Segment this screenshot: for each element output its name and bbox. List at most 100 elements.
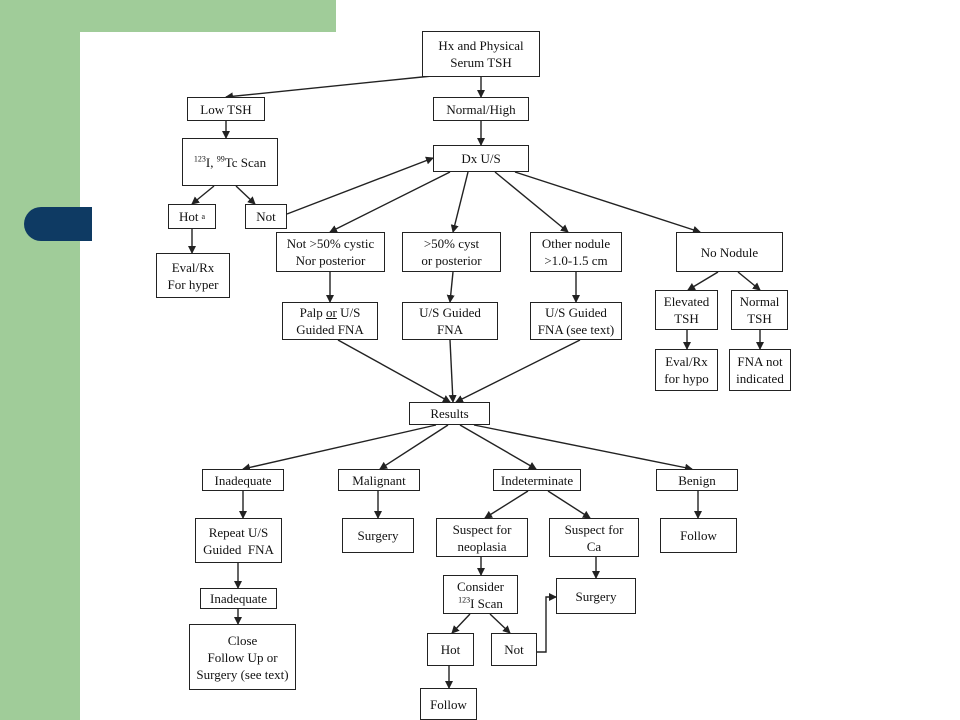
box-suspect-ca: Suspect for Ca — [549, 518, 639, 557]
box-malignant: Malignant — [338, 469, 420, 491]
follow-2-label: Follow — [430, 696, 467, 712]
box-not-1: Not — [245, 204, 287, 229]
normal-tsh-line1: Normal — [739, 294, 780, 309]
box-us-guided-fna: U/S Guided FNA — [402, 302, 498, 340]
scan-text: 123I, 99Tc Scan — [194, 154, 266, 171]
scan-sup1: 123 — [193, 154, 206, 164]
edge-indet-ca — [547, 490, 591, 519]
repeat-line2: Guided FNA — [203, 541, 274, 557]
elevated-line2: TSH — [674, 311, 699, 326]
scan-sup2: 99 — [216, 154, 225, 164]
box-indeterminate: Indeterminate — [493, 469, 581, 491]
box-dx-us-label: Dx U/S — [461, 151, 501, 166]
top-green-band — [80, 0, 336, 32]
repeat-line1: Repeat U/S — [208, 524, 269, 540]
us-fna-line1: U/S Guided — [419, 305, 481, 320]
eval-hypo-line2: for hypo — [664, 371, 709, 386]
box-eval-hyper-line2: For hyper — [167, 276, 219, 292]
box-elevated-tsh: Elevated TSH — [655, 290, 718, 330]
box-indeterminate-label: Indeterminate — [500, 472, 574, 488]
edge-nonodule-normal — [737, 271, 761, 291]
box-hot-2: Hot — [427, 633, 474, 666]
palp-line2: Guided FNA — [296, 322, 364, 337]
box-normal-high: Normal/High — [433, 97, 529, 121]
navy-accent-pill — [24, 207, 92, 241]
edge-results-indeterminate — [459, 424, 537, 470]
box-follow-1: Follow — [660, 518, 737, 553]
box-gt50-line2: or posterior — [421, 253, 482, 268]
suspect-ca-line1: Suspect for — [564, 521, 624, 537]
scan-end: Tc Scan — [224, 154, 267, 170]
box-results: Results — [409, 402, 490, 425]
us-fna-text-line2: FNA (see text) — [537, 322, 615, 337]
box-us-guided-fna-see-text: U/S Guided FNA (see text) — [530, 302, 622, 340]
box-dx-us: Dx U/S — [433, 145, 529, 172]
fna-not-line2: indicated — [736, 371, 784, 386]
close-line2: Follow Up or — [207, 649, 278, 665]
edge-nonodule-elevated — [687, 271, 719, 291]
consider-line1: Consider — [457, 578, 504, 594]
not-2-label: Not — [504, 642, 524, 657]
box-suspect-neoplasia: Suspect for neoplasia — [436, 518, 528, 557]
box-no-nodule: No Nodule — [676, 232, 783, 272]
box-hx-line1: Hx and Physical — [438, 38, 524, 53]
edge-gt50-usfna — [446, 271, 455, 303]
edge-usfnatext-results — [455, 339, 581, 403]
box-benign-label: Benign — [678, 472, 716, 488]
edge-dxus-not50 — [329, 171, 451, 233]
box-scan: 123I, 99Tc Scan — [182, 138, 278, 186]
edge-dxus-nonodule — [514, 171, 701, 234]
box-other-line2: >1.0-1.5 cm — [544, 253, 608, 268]
consider-sup: 123 — [458, 595, 471, 605]
edge-scan-not — [235, 185, 256, 205]
normal-tsh-line2: TSH — [747, 311, 772, 326]
box-benign: Benign — [656, 469, 738, 491]
box-repeat-fna: Repeat U/S Guided FNA — [195, 518, 282, 563]
edge-usfna-results — [448, 339, 457, 403]
box-normal-high-label: Normal/High — [446, 101, 516, 117]
suspect-ca-line2: Ca — [586, 538, 602, 554]
palp-line1: Palp or U/S — [300, 304, 361, 321]
edge-results-inadequate — [242, 424, 437, 472]
consider-line2: 123I Scan — [458, 595, 503, 612]
edge-indet-neo — [484, 490, 529, 519]
box-hx-physical: Hx and Physical Serum TSH — [422, 31, 540, 77]
box-low-tsh-label: Low TSH — [200, 101, 252, 117]
edge-results-malignant — [379, 424, 449, 470]
box-hx-line2: Serum TSH — [450, 55, 512, 70]
box-fna-not-indicated: FNA not indicated — [729, 349, 791, 391]
box-eval-hyper-line1: Eval/Rx — [171, 259, 215, 275]
box-no-nodule-label: No Nodule — [700, 244, 759, 260]
left-green-band — [0, 0, 80, 720]
box-eval-hyper: Eval/Rx For hyper — [156, 253, 230, 298]
box-gt-50-cyst: >50% cyst or posterior — [402, 232, 501, 272]
elevated-line1: Elevated — [663, 294, 710, 309]
box-close-follow: Close Follow Up or Surgery (see text) — [189, 624, 296, 690]
box-inadequate-2: Inadequate — [200, 588, 277, 609]
us-fna-line2: FNA — [436, 322, 463, 337]
box-gt50-line1: >50% cyst — [423, 236, 480, 251]
edge-dxus-gt50 — [450, 171, 469, 233]
edge-consider-not2 — [489, 613, 511, 634]
fna-not-line1: FNA not — [737, 354, 783, 369]
edge-not-dxus — [286, 156, 434, 215]
edge-results-benign — [473, 424, 693, 472]
edge-hx-lowtsh — [225, 75, 433, 101]
edge-consider-hot2 — [451, 613, 471, 634]
box-normal-tsh: Normal TSH — [731, 290, 788, 330]
us-fna-text-line1: U/S Guided — [545, 305, 607, 320]
edge-dxus-other — [494, 171, 569, 233]
suspect-neo-line2: neoplasia — [457, 538, 507, 554]
box-low-tsh: Low TSH — [187, 97, 265, 121]
box-not-2: Not — [491, 633, 537, 666]
box-inadequate-label: Inadequate — [214, 472, 272, 488]
palp-or: or — [326, 305, 337, 320]
edge-scan-hot — [191, 185, 215, 205]
edge-not2-surgery2 — [537, 593, 557, 653]
box-eval-hypo: Eval/Rx for hypo — [655, 349, 718, 391]
box-consider-scan: Consider 123I Scan — [443, 575, 518, 614]
palp-b: U/S — [336, 305, 361, 320]
box-not-1-label: Not — [256, 209, 276, 224]
